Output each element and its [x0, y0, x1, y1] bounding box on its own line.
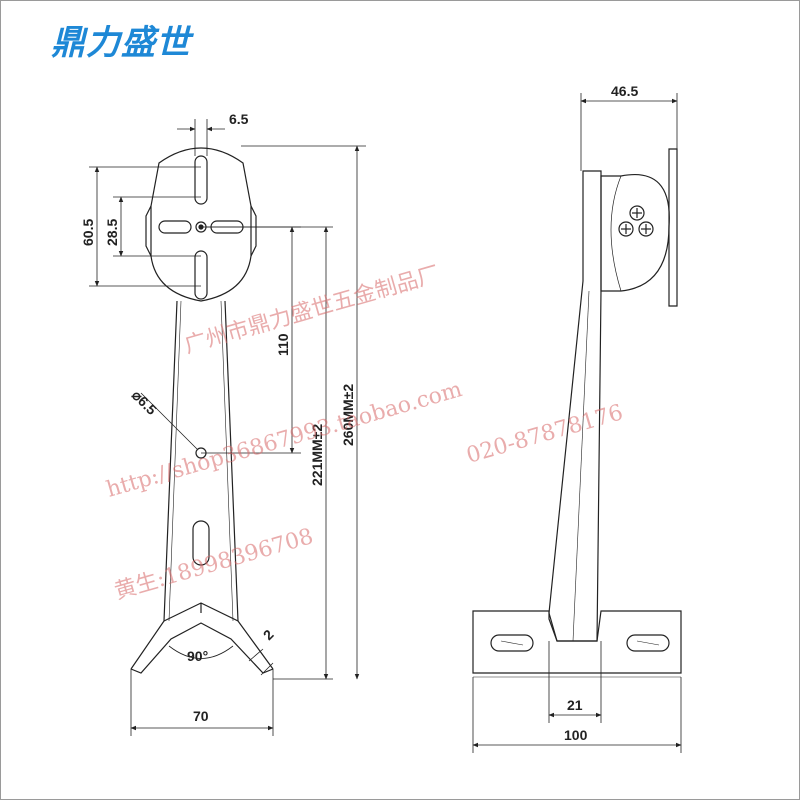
swivel-screws [618, 205, 654, 237]
dim-slot-width: 6.5 [229, 111, 249, 127]
dim-221: 221MM±2 [309, 424, 325, 486]
front-view [130, 147, 274, 674]
dim-110: 110 [275, 333, 291, 356]
dim-base: 100 [564, 727, 588, 743]
dim-height-60: 60.5 [80, 219, 96, 246]
left-base-slot [490, 634, 534, 652]
dim-angle: 90° [187, 648, 208, 664]
front-dimensions [89, 119, 366, 736]
watermark-contact: 黄生:18998396708 [112, 524, 316, 605]
top-slot [194, 155, 208, 205]
front-top-plate [150, 147, 252, 302]
watermark-url: http://shop36867993.taobao.com [104, 377, 465, 503]
right-base-slot [626, 634, 670, 652]
side-view [472, 148, 682, 678]
dim-thickness: 2 [260, 626, 277, 643]
dim-depth: 46.5 [611, 83, 638, 99]
watermark-phone: 020-87878176 [464, 400, 626, 469]
front-arm [163, 300, 239, 622]
bottom-slot [194, 250, 208, 300]
watermark: 广州市鼎力盛世五金制品厂 http://shop36867993.taobao.… [104, 262, 626, 605]
watermark-company: 广州市鼎力盛世五金制品厂 [182, 262, 443, 359]
arm-slot [192, 520, 210, 566]
dim-hole: ⌀6.5 [129, 387, 160, 418]
side-dimensions [472, 93, 682, 753]
dim-height-28: 28.5 [104, 219, 120, 246]
side-base-plate [472, 610, 682, 674]
side-swivel [600, 174, 670, 292]
side-arm [548, 170, 602, 642]
brand-logo: 鼎力盛世 [51, 23, 191, 63]
dim-neck: 21 [567, 697, 583, 713]
v-base [130, 602, 274, 674]
side-wall-plate [668, 148, 678, 307]
left-slot [158, 220, 192, 234]
dim-width: 70 [193, 708, 209, 724]
dim-260: 260MM±2 [340, 384, 356, 446]
